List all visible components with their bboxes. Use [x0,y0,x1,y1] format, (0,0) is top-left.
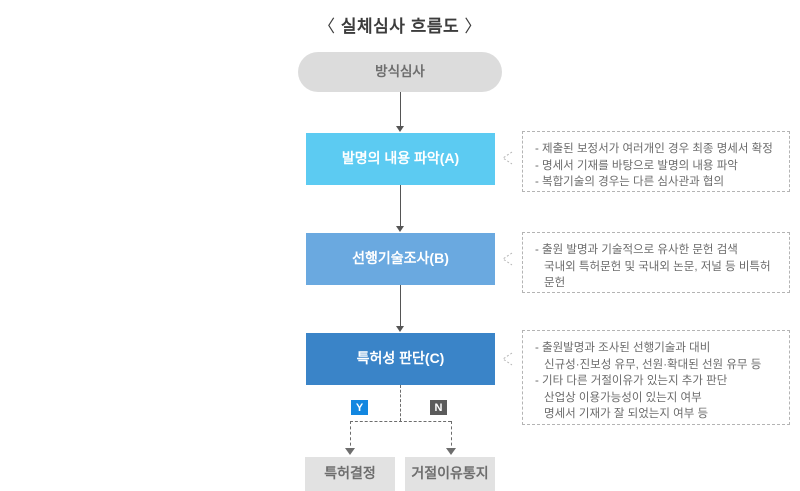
note-c-line: - 출원발명과 조사된 선행기술과 대비 [535,342,711,354]
note-b-line: 문헌 [544,277,566,289]
note-c-line: 명세서 기재가 잘 되었는지 여부 등 [544,408,709,420]
node-result-rejection-notice[interactable]: 거절이유통지 [405,457,495,491]
branch-badge-yes[interactable]: Y [351,400,368,415]
branch-leg-no [451,421,452,451]
connector-b-to-c [400,285,401,327]
note-a-line: - 명세서 기재를 바탕으로 발명의 내용 파악 [535,159,738,172]
arrowhead-a-to-b [395,226,404,232]
node-step-a-label: 발명의 내용 파악(A) [341,150,460,167]
connector-start-to-a [400,92,401,127]
node-result-rejection-notice-label: 거절이유통지 [411,465,489,482]
connector-a-to-b [400,185,401,227]
node-step-b-label: 선행기술조사(B) [352,250,449,267]
note-a-line: - 복합기술의 경우는 다른 심사관과 협의 [535,176,725,188]
node-step-c-label: 특허성 판단(C) [356,350,445,367]
node-result-patent-decision[interactable]: 특허결정 [305,457,395,491]
node-step-c-patentability-judgment[interactable]: 특허성 판단(C) [306,333,495,385]
page-title: 〈 실체심사 흐름도 〉 [0,12,800,37]
note-c-line: 신규성·진보성 유무, 선원·확대된 선원 유무 등 [544,358,762,371]
note-a-line: - 제출된 보정서가 여러개인 경우 최종 명세서 확정 [535,143,773,155]
note-b-elbow-icon [502,252,513,266]
note-c-callout: - 출원발명과 조사된 선행기술과 대비 신규성·진보성 유무, 선원·확대된 … [522,330,790,425]
branch-crossbar [350,421,451,422]
node-step-a-understand-invention[interactable]: 발명의 내용 파악(A) [306,133,495,185]
arrowhead-branch-no [446,448,456,455]
branch-badge-no-label: N [434,401,443,414]
node-step-b-prior-art-search[interactable]: 선행기술조사(B) [306,233,495,285]
node-formality-examination[interactable]: 방식심사 [298,52,502,92]
title-close-bracket: 〉 [464,17,482,36]
branch-leg-yes [350,421,351,451]
arrowhead-branch-yes [345,448,355,455]
note-c-elbow-icon [502,352,513,366]
note-b-line: 국내외 특허문헌 및 국내외 논문, 저널 등 비특허 [544,260,771,273]
note-a-elbow-icon [502,151,513,165]
node-result-patent-decision-label: 특허결정 [324,465,376,482]
title-open-bracket: 〈 [318,17,336,36]
title-text: 실체심사 흐름도 [340,17,460,36]
branch-badge-yes-label: Y [355,401,364,414]
branch-badge-no[interactable]: N [430,400,447,415]
note-b-line: - 출원 발명과 기술적으로 유사한 문헌 검색 [535,244,738,256]
arrowhead-start-to-a [395,126,404,132]
note-b-callout: - 출원 발명과 기술적으로 유사한 문헌 검색 국내외 특허문헌 및 국내외 … [522,232,790,293]
note-c-line: - 기타 다른 거절이유가 있는지 추가 판단 [535,375,728,387]
arrowhead-b-to-c [395,326,404,332]
node-formality-examination-label: 방식심사 [375,63,425,79]
note-c-line: 산업상 이용가능성이 있는지 여부 [544,391,702,404]
note-a-callout: - 제출된 보정서가 여러개인 경우 최종 명세서 확정 - 명세서 기재를 바… [522,131,790,192]
branch-stem [400,385,401,421]
